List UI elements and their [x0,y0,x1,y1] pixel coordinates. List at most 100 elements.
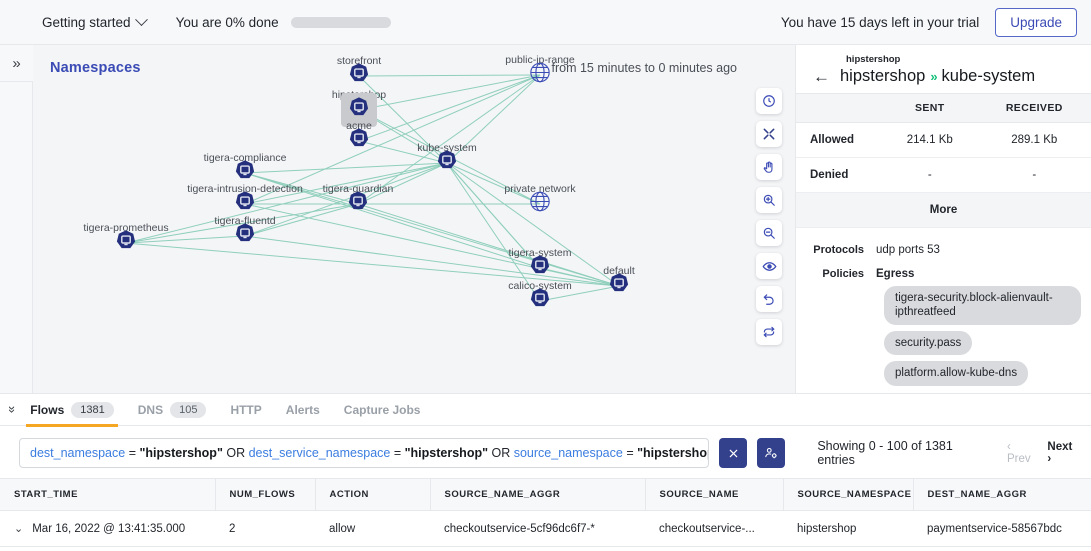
graph-node-label: default [603,265,635,277]
detail-title: hipstershop » kube-system [840,67,1035,86]
query-token: "hipstershop" [404,446,489,460]
tab-capture-jobs[interactable]: Capture Jobs [344,394,421,426]
stats-sent-value: 214.1 Kb [882,122,978,158]
stats-row-label: Denied [796,157,882,193]
expand-row-icon[interactable]: ⌄ [14,523,24,535]
flows-column-header[interactable]: ACTION [315,478,431,511]
collapse-panel-icon[interactable]: » [5,405,21,414]
getting-started-menu[interactable]: Getting started [42,12,148,30]
detail-breadcrumb: hipstershop [846,54,901,65]
expand-icon[interactable] [756,121,782,147]
tab-badge: 105 [170,401,207,418]
tab-label: DNS [137,402,164,417]
policy-chip[interactable]: tigera-security.block-alienvault-ipthrea… [884,286,1081,325]
query-text: dest_namespace = "hipstershop" OR dest_s… [30,446,708,460]
graph-node-label: public-ip-range [505,54,575,66]
query-token: source_namespace [513,446,623,460]
graph-node-label: tigera-guardian [322,183,394,195]
stats-col-blank [796,93,882,123]
zoom-in-icon[interactable] [756,187,782,213]
stats-col-received: RECEIVED [977,93,1091,123]
flows-column-header[interactable]: DEST_NAME_AGGR [913,478,1091,511]
graph-node-workload-icon[interactable] [348,62,371,90]
column-settings-button[interactable] [757,438,786,468]
zoom-out-icon[interactable] [756,220,782,246]
hand-pan-icon[interactable] [756,154,782,180]
flow-start-time: ⌄Mar 16, 2022 @ 13:41:35.000 [0,510,215,547]
stats-row: Allowed 214.1 Kb 289.1 Kb [796,122,1091,158]
next-page-button[interactable]: Next › [1047,441,1073,465]
filter-row: dest_namespace = "hipstershop" OR dest_s… [0,426,1091,478]
graph-node-label: kube-system [417,142,477,154]
graph-node-workload-icon[interactable] [115,229,138,257]
tab-alerts[interactable]: Alerts [286,394,320,426]
stats-row: Denied - - [796,157,1091,193]
graph-node-label: tigera-compliance [203,152,287,164]
tab-label: Flows [30,402,65,417]
graph-node-workload-icon[interactable] [234,159,257,187]
graph-node-label: acme [346,120,372,132]
query-token: = [626,446,634,460]
onboarding-progress-bar [290,16,391,28]
refresh-icon[interactable] [756,319,782,345]
tab-http[interactable]: HTTP [230,394,261,426]
graph-node-workload-icon[interactable] [529,254,552,282]
graph-node-workload-icon[interactable] [436,149,459,177]
more-label: More [796,192,1091,228]
query-token: "hipstershop" [139,446,223,460]
pagination: ‹ Prev Next › [1007,441,1077,465]
flows-column-header[interactable]: SOURCE_NAME_AGGR [430,478,646,511]
flows-column-header[interactable]: SOURCE_NAME [645,478,784,511]
flows-column-header[interactable]: NUM_FLOWS [215,478,316,511]
flows-column-header[interactable]: SOURCE_NAMESPACE [783,478,914,511]
table-row[interactable]: ⌄Mar 16, 2022 @ 13:41:35.000 2 allow che… [0,510,1091,547]
flow-source-namespace: hipstershop [783,510,913,547]
flow-detail-panel: hipstershop ← hipstershop » kube-system … [795,45,1091,393]
query-token: "hipstershop" [637,446,708,460]
direction-arrow-icon: » [930,69,937,84]
graph-node-workload-icon[interactable] [234,190,257,218]
graph-node-label: calico-system [508,280,572,292]
tab-label: HTTP [230,402,262,417]
undo-icon[interactable] [756,286,782,312]
graph-node-workload-icon[interactable] [348,96,371,124]
clear-query-button[interactable] [719,438,748,468]
eye-icon[interactable] [756,253,782,279]
graph-node-workload-icon[interactable] [234,222,257,250]
service-graph-panel[interactable]: Namespaces from 15 minutes to 0 minutes … [33,45,795,393]
graph-node-globe-icon[interactable] [529,191,551,218]
query-token: = [128,446,136,460]
graph-node-workload-icon[interactable] [529,287,552,315]
graph-node-workload-icon[interactable] [608,272,631,300]
graph-node-label: tigera-prometheus [83,222,169,234]
graph-node-workload-icon[interactable] [348,127,371,155]
prev-page-button[interactable]: ‹ Prev [1006,441,1031,465]
graph-node-label: tigera-intrusion-detection [187,183,303,195]
query-token: dest_service_namespace [248,446,391,460]
query-input[interactable]: dest_namespace = "hipstershop" OR dest_s… [19,438,709,468]
chevron-down-icon [134,12,148,26]
stats-received-value: 289.1 Kb [977,122,1091,158]
back-arrow-icon[interactable]: ← [813,67,830,86]
expand-sidebar-button[interactable]: » [0,45,33,82]
tab-label: Capture Jobs [343,402,421,417]
graph-toolbar [756,88,782,345]
policy-chip[interactable]: platform.allow-kube-dns [884,361,1029,386]
left-rail: » [0,45,33,393]
graph-node-globe-icon[interactable] [529,62,551,89]
graph-node-workload-icon[interactable] [347,190,370,218]
upgrade-button[interactable]: Upgrade [995,7,1077,37]
more-row[interactable]: More [796,192,1091,228]
flows-column-header[interactable]: START_TIME [0,478,216,511]
stats-sent-value: - [882,157,978,193]
stats-col-sent: SENT [882,93,978,123]
flow-source-name-aggr: checkoutservice-5cf96dc6f7-* [430,510,645,547]
policies-direction: Egress [876,268,915,280]
clock-icon[interactable] [756,88,782,114]
tab-dns[interactable]: DNS 105 [138,394,207,426]
policy-chip[interactable]: security.pass [884,330,973,356]
